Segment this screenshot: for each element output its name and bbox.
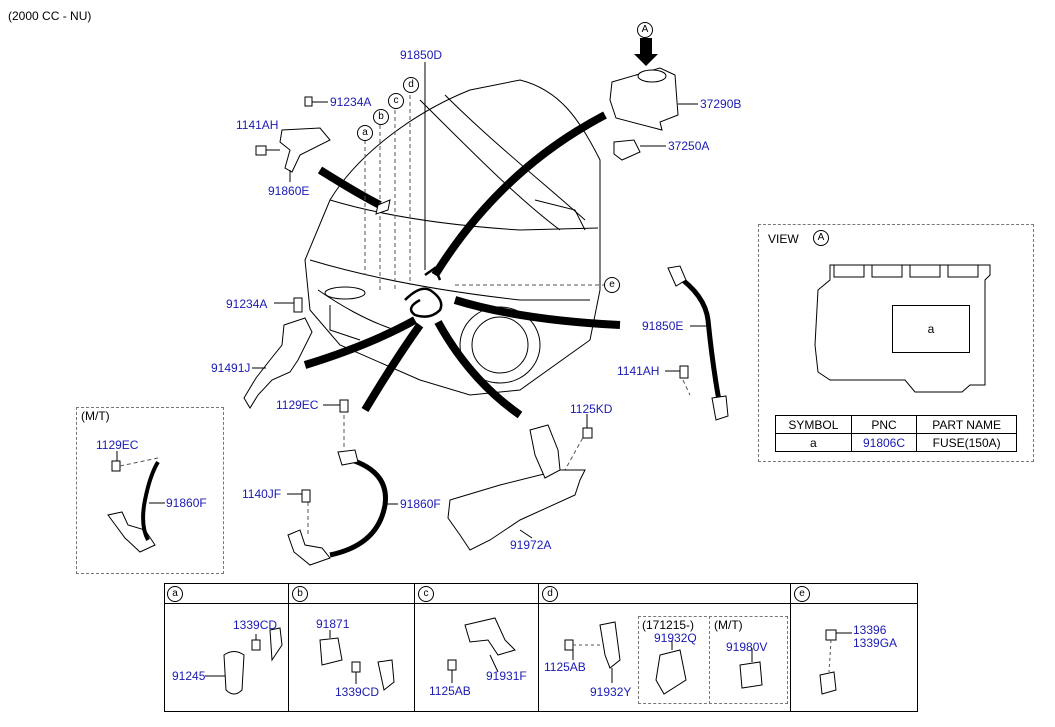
detail-col-divider [790, 583, 791, 712]
label-91234A-mid[interactable]: 91234A [226, 297, 268, 311]
detail-col-divider [414, 583, 415, 712]
d-sub1-title: (171215-) [642, 618, 695, 632]
label-mt-1129EC[interactable]: 1129EC [96, 438, 139, 452]
fuse-table-header-pnc: PNC [850, 415, 918, 434]
car-outline [304, 79, 601, 396]
fuse-slot-a: a [892, 305, 970, 353]
callout-d: d [403, 77, 419, 93]
label-37290B[interactable]: 37290B [700, 97, 742, 111]
mt-variant-box [76, 407, 224, 574]
label-1141AH-right[interactable]: 1141AH [617, 364, 660, 378]
label-91972A[interactable]: 91972A [510, 538, 552, 552]
detail-table-header [164, 583, 918, 604]
fuse-table: SYMBOL PNC PART NAME a 91806C FUSE(150A) [775, 415, 1017, 452]
label-b-1339CD[interactable]: 1339CD [335, 685, 380, 699]
label-mt-91860F[interactable]: 91860F [166, 496, 207, 510]
fuse-table-header-part: PART NAME [916, 415, 1017, 434]
callout-e: e [604, 277, 620, 293]
label-e-1339GA[interactable]: 1339GA [853, 636, 898, 650]
d-variant-divider [709, 616, 710, 704]
label-d-1125AB[interactable]: 1125AB [544, 660, 586, 674]
label-d-91980V[interactable]: 91980V [726, 640, 768, 654]
engine-note: (2000 CC - NU) [8, 9, 92, 23]
label-b-91871[interactable]: 91871 [316, 617, 350, 631]
callout-b: b [373, 109, 389, 125]
label-d-91932Q[interactable]: 91932Q [654, 631, 697, 645]
fuse-table-symbol: a [775, 433, 852, 452]
label-d-91932Y[interactable]: 91932Y [590, 685, 632, 699]
label-91860F[interactable]: 91860F [400, 497, 441, 511]
label-c-1125AB[interactable]: 1125AB [429, 684, 471, 698]
label-1140JF[interactable]: 1140JF [242, 487, 282, 501]
detail-col-divider [538, 583, 539, 712]
callout-a: a [357, 125, 373, 141]
detail-col-divider [288, 583, 289, 712]
label-91234A-top[interactable]: 91234A [330, 95, 372, 109]
fuse-table-partname: FUSE(150A) [916, 433, 1017, 452]
view-title: VIEW [768, 232, 799, 246]
fuse-table-header-symbol: SYMBOL [775, 415, 852, 434]
fuse-table-pnc[interactable]: 91806C [850, 433, 918, 452]
callout-c: c [388, 93, 404, 109]
label-e-13396[interactable]: 13396 [853, 623, 887, 637]
label-1141AH-left[interactable]: 1141AH [236, 118, 279, 132]
label-c-91931F[interactable]: 91931F [486, 669, 527, 683]
view-panel-marker: A [813, 230, 829, 246]
detail-key-e: e [794, 586, 810, 602]
label-a-1339CD[interactable]: 1339CD [233, 618, 278, 632]
label-1129EC[interactable]: 1129EC [276, 398, 319, 412]
label-91491J[interactable]: 91491J [211, 361, 251, 375]
view-a-panel [758, 224, 1034, 462]
view-marker-a: A [637, 22, 653, 38]
label-a-91245[interactable]: 91245 [172, 669, 206, 683]
mt-title: (M/T) [81, 409, 110, 423]
d-sub2-title: (M/T) [714, 618, 743, 632]
detail-key-c: c [418, 586, 434, 602]
label-1125KD[interactable]: 1125KD [570, 402, 613, 416]
detail-table [164, 583, 918, 712]
label-91850E[interactable]: 91850E [642, 319, 684, 333]
d-variant-box [638, 616, 788, 704]
label-37250A[interactable]: 37250A [668, 139, 710, 153]
detail-key-a: a [167, 586, 183, 602]
label-91860E[interactable]: 91860E [268, 184, 310, 198]
detail-key-b: b [292, 586, 308, 602]
detail-key-d: d [542, 586, 558, 602]
label-91850D[interactable]: 91850D [400, 48, 443, 62]
